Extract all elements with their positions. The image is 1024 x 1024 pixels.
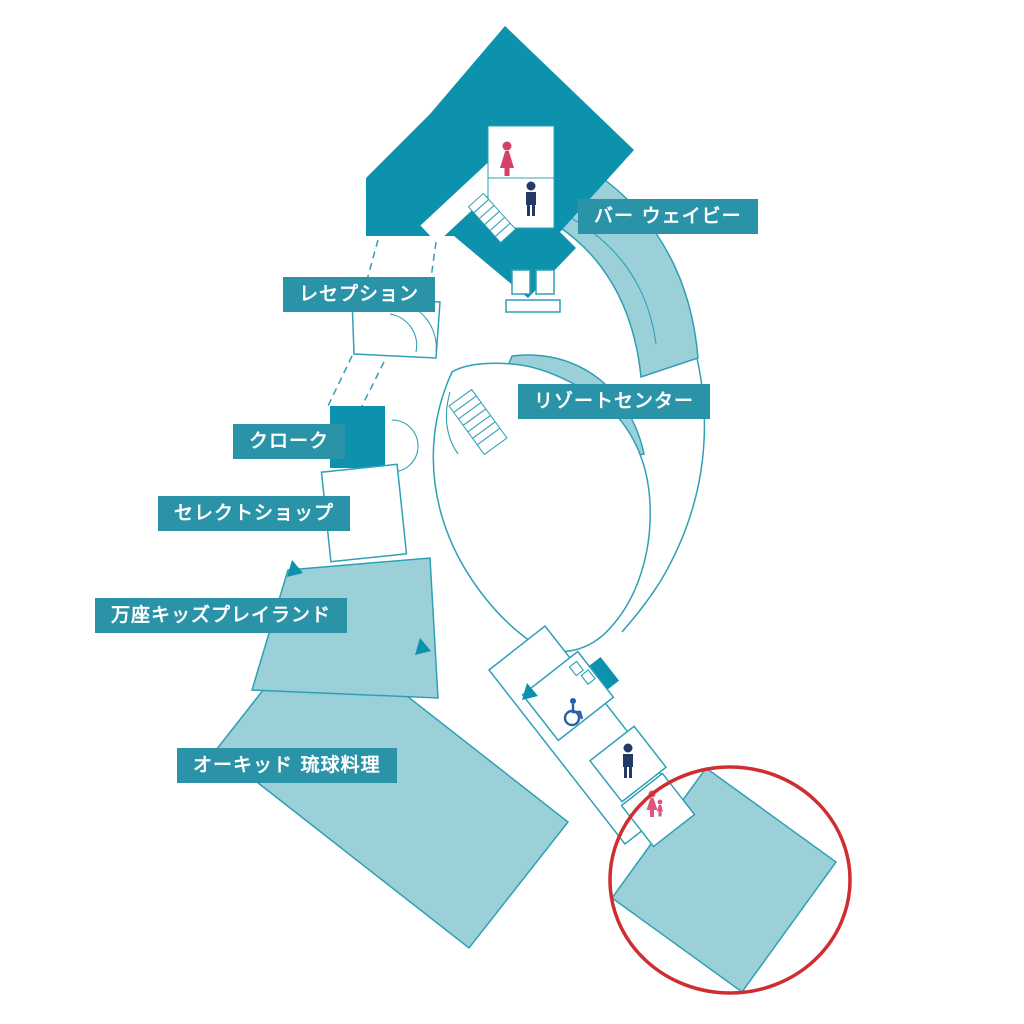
entrance-arrow-icon-2 xyxy=(415,638,431,655)
area-label-bar-wavy: バー ウェイビー xyxy=(578,199,758,234)
area-label-kids-playland: 万座キッズプレイランド xyxy=(95,598,348,633)
entrance-arrow-icon-3 xyxy=(522,683,538,700)
stairs-icon-central xyxy=(448,388,508,456)
female-restroom-icon xyxy=(500,141,514,176)
red-highlight-ellipse xyxy=(608,765,852,995)
stairs-curve-line xyxy=(445,391,459,455)
cloak-counter-line xyxy=(391,419,419,473)
reception-desk-icon-inner xyxy=(389,313,418,353)
area-label-resort-center: リゾートセンター xyxy=(518,384,711,419)
male-restroom-icon-top xyxy=(526,181,536,216)
accessible-restroom xyxy=(521,650,615,742)
entrance-arrow-icon xyxy=(287,560,303,577)
bar-inner-wall-line xyxy=(551,207,657,345)
area-label-cloak: クローク xyxy=(233,424,346,459)
area-label-select-shop: セレクトショップ xyxy=(158,496,351,531)
stairs-icon xyxy=(467,192,517,244)
wheelchair-accessible-icon xyxy=(563,698,584,727)
male-restroom-icon xyxy=(623,743,633,778)
lobby-furniture-icon xyxy=(505,269,561,313)
area-orchid-shape xyxy=(214,622,570,950)
area-label-orchid: オーキッド 琉球料理 xyxy=(177,748,397,783)
nursing-room-icon xyxy=(646,790,663,817)
area-label-reception: レセプション xyxy=(283,277,436,312)
